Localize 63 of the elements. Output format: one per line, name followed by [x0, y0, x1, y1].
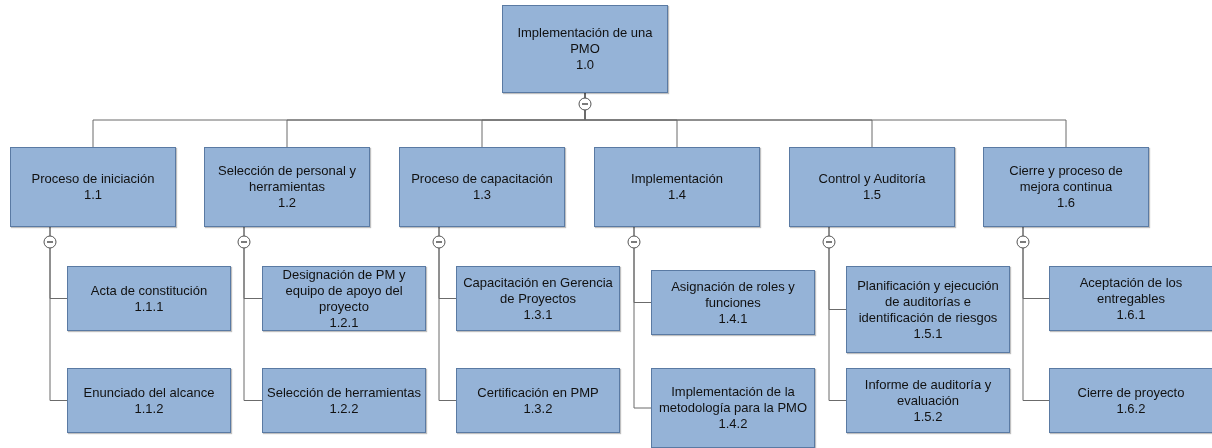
wbs-code: 1.6.1 — [1116, 306, 1146, 323]
wbs-box — [456, 368, 620, 433]
wbs-code: 1.5.2 — [913, 408, 943, 425]
task-name: Control y Auditoría — [818, 171, 926, 187]
connector-line — [1022, 226, 1050, 401]
task-name: Acta de constitución — [90, 282, 208, 299]
task-name: Selección de herramientas — [267, 384, 421, 401]
task-name: Aceptación de los entregables — [1078, 274, 1184, 307]
wbs-code: 1.1.2 — [134, 400, 164, 417]
wbs-code: 1.3.2 — [523, 400, 553, 417]
task-name: Informe de auditoría y evaluación — [863, 376, 993, 409]
task-name: Designación de PM y equipo de apoyo del proyecto — [281, 266, 407, 315]
wbs-box — [1049, 266, 1212, 331]
task-name: Certificación en PMP — [477, 384, 599, 401]
wbs-box — [594, 147, 760, 227]
wbs-box — [651, 368, 815, 448]
task-name: Enunciado del alcance — [83, 384, 215, 401]
connector-line — [633, 226, 652, 409]
wbs-box — [456, 266, 620, 331]
wbs-box — [204, 147, 370, 227]
wbs-code: 1.1 — [83, 187, 103, 203]
wbs-box — [651, 270, 815, 335]
wbs-code: 1.4 — [667, 187, 687, 203]
wbs-code: 1.5.1 — [913, 325, 943, 342]
wbs-code: 1.2.2 — [329, 400, 359, 417]
wbs-box — [789, 147, 955, 227]
connector-line — [243, 226, 263, 401]
task-name: Proceso de iniciación — [31, 171, 155, 187]
wbs-box — [399, 147, 565, 227]
wbs-code: 1.3 — [472, 187, 492, 203]
task-name: Asignación de roles y funciones — [670, 278, 796, 311]
wbs-box — [502, 5, 668, 93]
wbs-box — [262, 266, 426, 331]
wbs-code: 1.2 — [277, 195, 297, 211]
wbs-code: 1.2.1 — [329, 314, 359, 331]
task-name: Cierre y proceso de mejora continua — [1008, 163, 1124, 195]
connector-line — [49, 226, 68, 401]
task-name: Planificación y ejecución de auditorías e identificación de riesgos — [856, 277, 1000, 326]
wbs-box — [1049, 368, 1212, 433]
connector-line — [828, 226, 847, 401]
wbs-box — [846, 266, 1010, 353]
task-name: Implementación de la metodología para la PMO — [657, 384, 809, 416]
wbs-code: 1.3.1 — [523, 306, 553, 323]
wbs-box — [67, 266, 231, 331]
task-name: Capacitación en Gerencia de Proyectos — [462, 274, 614, 307]
wbs-box — [10, 147, 176, 227]
wbs-code: 1.4.2 — [718, 416, 748, 432]
task-name: Selección de personal y herramientas — [217, 163, 357, 195]
wbs-code: 1.5 — [862, 187, 882, 203]
wbs-box — [846, 368, 1010, 433]
wbs-box — [262, 368, 426, 433]
connector-line — [438, 226, 457, 401]
wbs-code: 1.0 — [575, 57, 595, 73]
task-name: Cierre de proyecto — [1077, 384, 1185, 401]
wbs-box — [983, 147, 1149, 227]
wbs-box — [67, 368, 231, 433]
wbs-code: 1.6.2 — [1116, 400, 1146, 417]
wbs-code: 1.1.1 — [134, 298, 164, 315]
wbs-code: 1.6 — [1056, 195, 1076, 211]
task-name: Proceso de capacitación — [411, 171, 553, 187]
wbs-code: 1.4.1 — [718, 310, 748, 327]
task-name: Implementación de una PMO — [516, 25, 654, 57]
task-name: Implementación — [631, 171, 723, 187]
